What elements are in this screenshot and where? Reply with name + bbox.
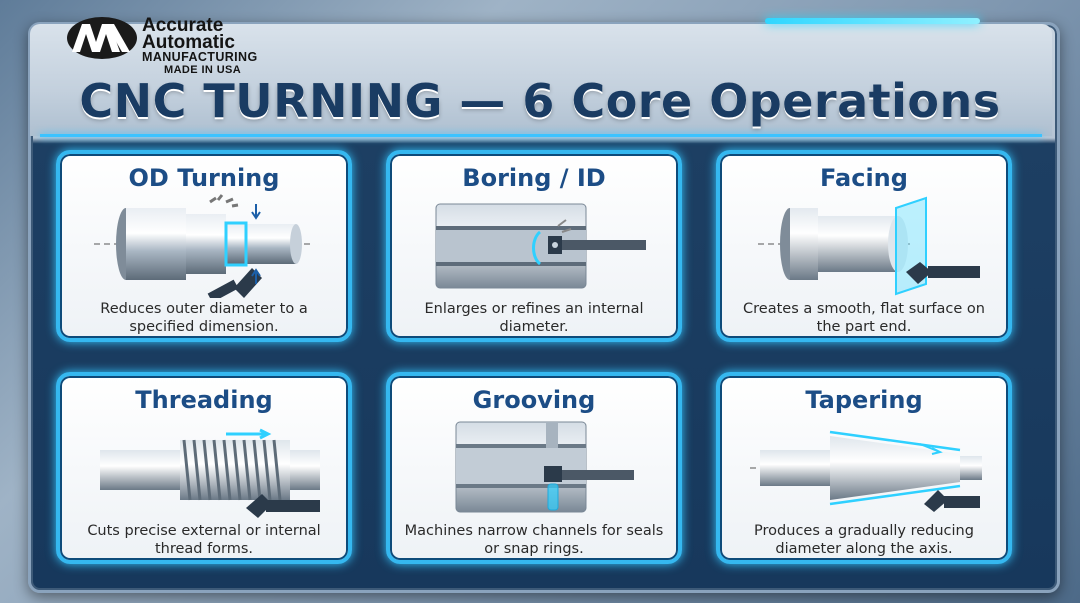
grooving-illustration-icon [455, 421, 634, 513]
boring-illustration-icon [435, 203, 646, 289]
card-title: Tapering [805, 386, 923, 414]
brand-name-line2: Automatic [142, 32, 235, 53]
card-description: Enlarges or refines an internal diameter… [424, 301, 644, 335]
header-band [30, 24, 1052, 136]
brand-name-line3: MANUFACTURING [142, 50, 258, 64]
card-description: Machines narrow channels for seals or sn… [404, 523, 664, 557]
card-title: Facing [820, 164, 908, 192]
facing-illustration-icon [758, 196, 980, 296]
tapering-illustration-icon [750, 430, 982, 512]
card-title: Grooving [472, 386, 596, 414]
card-title: OD Turning [128, 164, 280, 192]
card-facing: Facing Creates a smooth, flat surface on… [716, 150, 1012, 342]
brand-logo: Accurate Automatic MANUFACTURING MADE IN… [66, 14, 276, 76]
card-description: Produces a gradually reducing diameter a… [754, 523, 974, 557]
card-description: Reduces outer diameter to a specified di… [100, 301, 308, 335]
card-boring-id: Boring / ID Enlarges or refines an inter… [386, 150, 682, 342]
od-turning-illustration-icon [94, 194, 314, 298]
card-od-turning: OD Turning Reduces outer diameter to a s… [56, 150, 352, 342]
frame-glow-accent [765, 18, 980, 24]
page-title: CNC TURNING — 6 Core Operations [79, 74, 1001, 128]
threading-illustration-icon [100, 428, 320, 518]
card-grooving: Grooving Machines narrow channels for se… [386, 372, 682, 564]
card-title: Boring / ID [462, 164, 606, 192]
card-tapering: Tapering Produces a gradually reducing d… [716, 372, 1012, 564]
brand-name-line1: Accurate [142, 15, 224, 36]
am-monogram-icon [67, 17, 137, 59]
brand-tagline: MADE IN USA [164, 64, 242, 76]
card-description: Cuts precise external or internal thread… [87, 523, 321, 557]
card-description: Creates a smooth, flat surface on the pa… [743, 301, 985, 335]
card-threading: Threading Cuts precise external or inter… [56, 372, 352, 564]
header-divider [40, 134, 1042, 137]
card-title: Threading [135, 386, 273, 414]
